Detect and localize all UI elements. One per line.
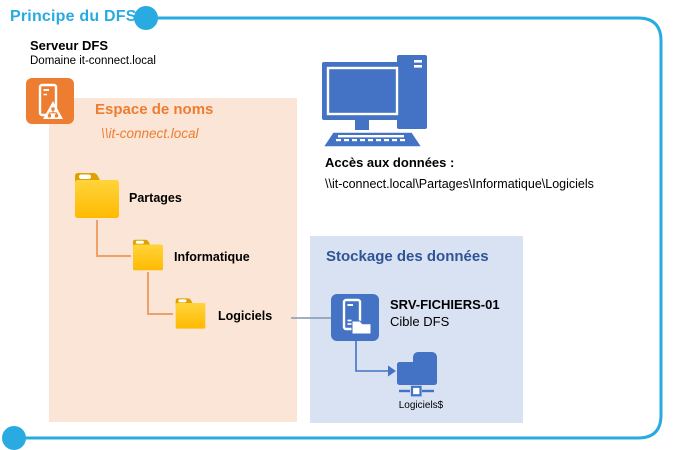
namespace-title: Espace de noms	[95, 101, 214, 118]
file-server-role: Cible DFS	[390, 314, 450, 329]
folder-icon	[75, 173, 119, 218]
shared-folder-icon	[397, 352, 437, 397]
folder-label-informatique: Informatique	[174, 250, 250, 264]
page-title: Principe du DFS	[10, 8, 137, 25]
desktop-computer-icon	[321, 55, 427, 148]
dfs-server-name: Serveur DFS	[30, 38, 109, 53]
frame-endpoint-bottom	[2, 426, 26, 450]
folder-label-logiciels: Logiciels	[218, 309, 273, 323]
namespace-unc-path: \\it-connect.local	[101, 126, 199, 141]
folder-icon	[133, 239, 163, 271]
storage-title: Stockage des données	[326, 248, 489, 265]
frame-endpoint-top	[134, 6, 158, 30]
file-server-name: SRV-FICHIERS-01	[390, 297, 500, 312]
namespace-panel	[49, 98, 297, 422]
access-path: \\it-connect.local\Partages\Informatique…	[325, 177, 594, 191]
share-name-label: Logiciels$	[398, 400, 444, 411]
server-warning-icon	[26, 78, 74, 124]
folder-icon	[175, 298, 206, 329]
folder-label-partages: Partages	[129, 191, 182, 205]
dfs-server-domain: Domaine it-connect.local	[30, 55, 156, 67]
server-folder-icon	[331, 294, 379, 341]
access-label: Accès aux données :	[325, 155, 455, 170]
